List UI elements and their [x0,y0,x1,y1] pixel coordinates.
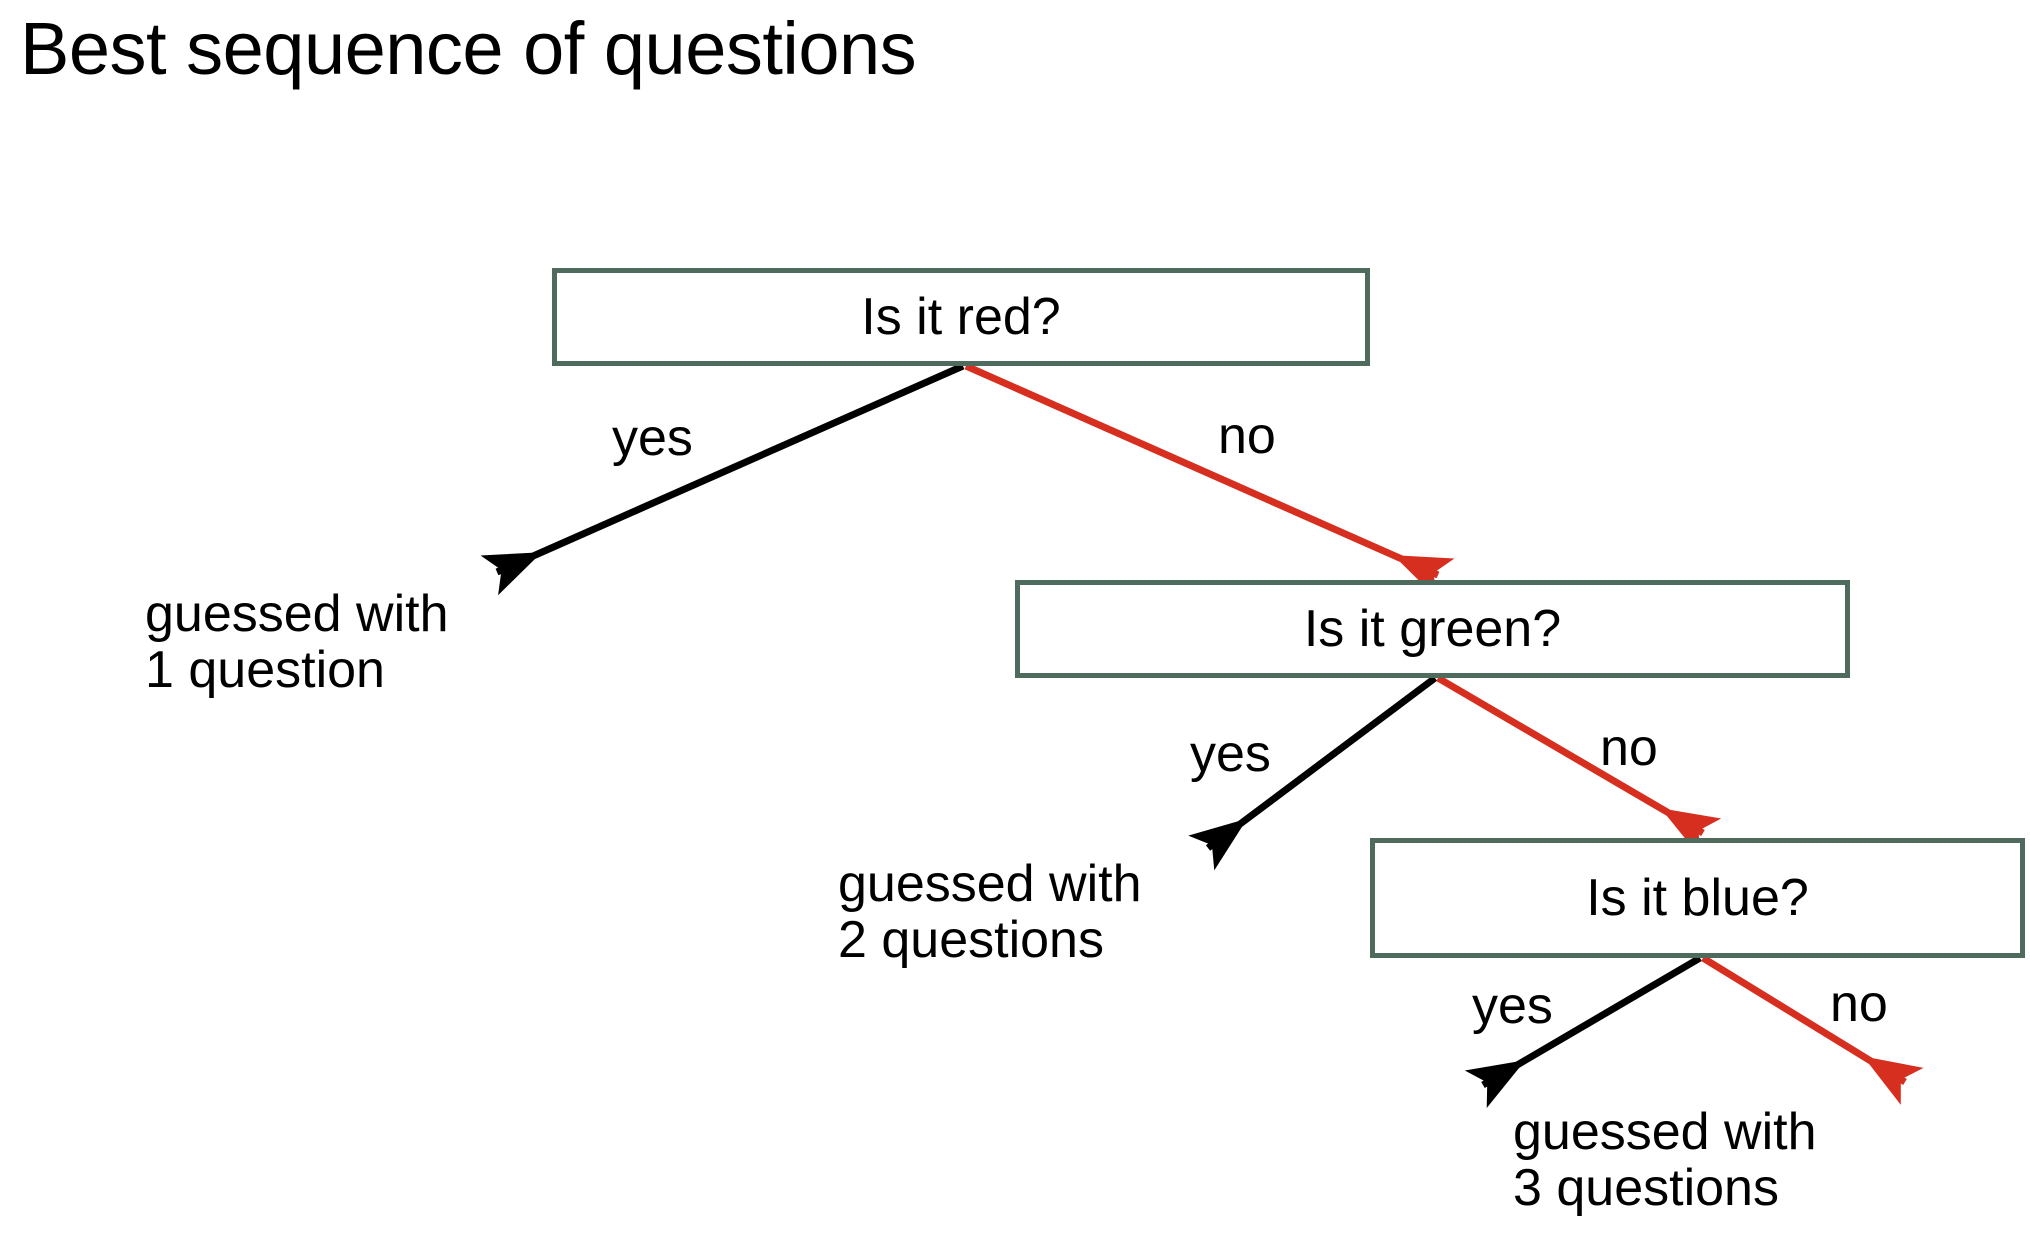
edge-label-no-level1: no [1218,407,1276,465]
leaf-line-1: guessed with [145,585,449,643]
decision-node-is-it-red[interactable]: Is it red? [552,268,1370,366]
leaf-outcome-2-questions: guessed with 2 questions [838,856,1142,968]
edge-label-yes-level3: yes [1472,977,1553,1035]
leaf-line-2: 3 questions [1513,1159,1779,1218]
edge-label-yes-level1: yes [612,409,693,467]
decision-node-is-it-green[interactable]: Is it green? [1015,580,1850,678]
decision-node-label: Is it blue? [1586,869,1809,927]
edge-red-no [964,362,1455,599]
decision-node-is-it-blue[interactable]: Is it blue? [1370,838,2025,958]
edge-label-no-level2: no [1600,719,1658,777]
edge-green-no [1436,674,1722,856]
leaf-outcome-1-question: guessed with 1 question [145,586,449,698]
leaf-line-2: 2 questions [838,911,1104,970]
edge-red-yes [480,362,965,596]
leaf-outcome-3-questions: guessed with 3 questions [1513,1104,1817,1216]
edge-label-no-level3: no [1830,975,1888,1033]
leaf-line-1: guessed with [838,855,1142,913]
decision-node-label: Is it red? [861,288,1061,346]
leaf-line-1: guessed with [1513,1103,1817,1161]
edge-label-yes-level2: yes [1190,725,1271,783]
leaf-line-2: 1 question [145,641,385,700]
page-title: Best sequence of questions [20,7,917,90]
decision-node-label: Is it green? [1303,600,1562,658]
